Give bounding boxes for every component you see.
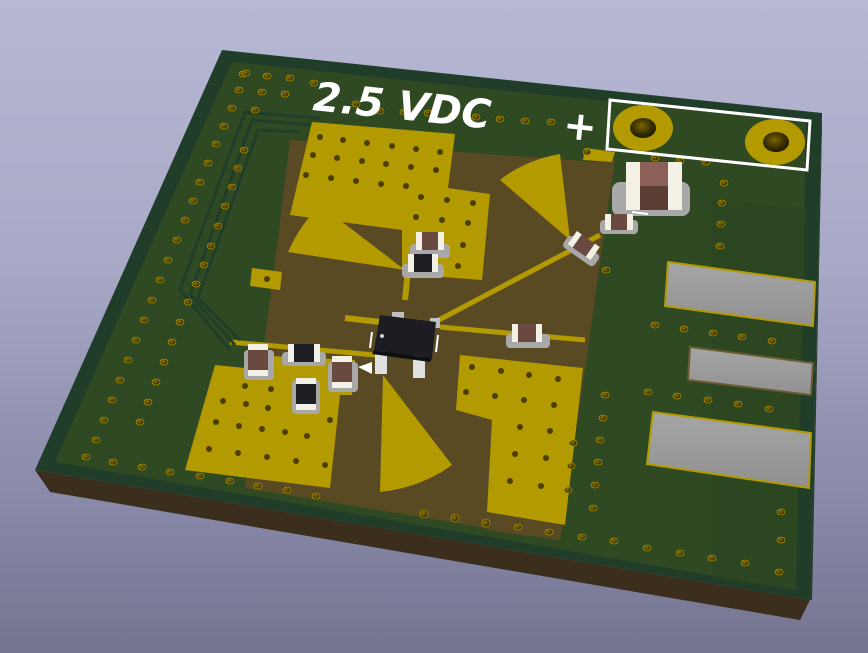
edge-pads [645,260,817,490]
connector-outline [605,98,812,172]
bulk-capacitor [612,162,690,216]
resistor-r1 [402,254,444,278]
capacitor-c3 [410,232,450,258]
capacitor-c1 [600,214,638,234]
capacitor-c6 [328,356,358,392]
edge-pad-3 [645,410,813,490]
edge-pad-1 [663,260,817,328]
silkscreen-marks [369,211,649,353]
copper-vias [206,134,561,489]
edge-pad-2 [686,345,815,397]
connector-hole-2 [763,132,789,152]
capacitor-c4 [506,324,550,348]
capacitor-c2 [563,230,600,267]
capacitor-c5 [244,344,274,380]
silkscreen-polarity-plus: + [561,102,599,151]
connector-hole-1 [630,118,656,138]
ic-sot23 [358,312,440,378]
resistor-r2 [282,344,326,366]
power-connector [605,98,812,172]
vias [81,69,786,576]
resistor-r3 [292,378,320,414]
